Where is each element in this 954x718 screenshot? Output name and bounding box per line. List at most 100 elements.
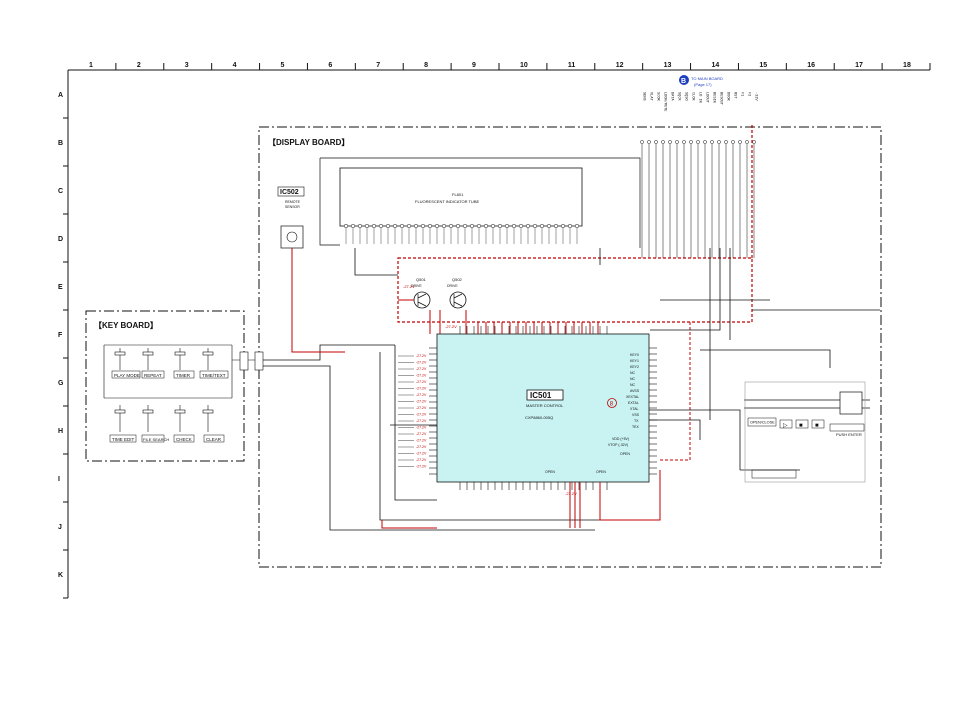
fl-tube-pin [553, 223, 559, 229]
marker-8-circle [607, 398, 617, 408]
fl-tube-pin [462, 223, 468, 229]
ic501-name: MASTER CONTROL [526, 403, 564, 408]
fl-tube-pin [490, 223, 496, 229]
row-label-K: K [58, 572, 63, 579]
column-label-10: 10 [520, 62, 528, 69]
ic501-left-voltage: -27.2V [416, 367, 427, 371]
ic501-left-voltage: -27.2V [416, 458, 427, 462]
column-label-14: 14 [712, 62, 720, 69]
row-label-H: H [58, 428, 63, 435]
connector-pin [745, 140, 749, 144]
connector-pin-label: F1 [740, 92, 744, 96]
column-label-5: 5 [281, 62, 285, 69]
svg-text:DRIVE: DRIVE [411, 284, 422, 288]
ic501-left-voltage: -27.2V [416, 393, 427, 397]
fl-tube-pin [448, 223, 454, 229]
connector-pin [710, 140, 714, 144]
ic501-left-voltage: -27.2V [416, 439, 427, 443]
ic501-right-pin-1: KEY1 [630, 359, 639, 363]
fl-tube-pin [532, 223, 538, 229]
red-wires [291, 248, 661, 529]
ic501-open-1: OPEN [596, 470, 606, 474]
connector-pin-label: LDOUT [705, 92, 709, 104]
to-main-marker-circle [679, 75, 689, 85]
column-label-15: 15 [759, 62, 767, 69]
ic501-left-voltage: -27.2V [416, 361, 427, 365]
ic501-left-voltage: -27.2V [416, 426, 427, 430]
fl-tube-pin [357, 223, 363, 229]
ic501-ref-box [526, 389, 564, 401]
connector-pin [703, 140, 707, 144]
column-label-9: 9 [472, 62, 476, 69]
connector-pin-label: SCOR [656, 92, 660, 101]
fl-tube-pin [539, 223, 545, 229]
column-label-17: 17 [855, 62, 863, 69]
fl-tube-left-wire [319, 158, 340, 246]
column-label-8: 8 [424, 62, 428, 69]
connector-pin-label: F2 [747, 92, 751, 96]
transistor-q501: Q501 DRIVE [411, 277, 431, 309]
fl-tube-pin [385, 223, 391, 229]
ic501-right-pin-14: VTOP (-32V) [608, 443, 628, 447]
connector-pin [682, 140, 686, 144]
kb-time-text: TIME/TEXT [202, 373, 226, 378]
connector-pin-label: SENS [642, 92, 646, 101]
fl-tube-ref: FL801 [452, 192, 464, 197]
connector-pin-label: DATA [670, 92, 674, 101]
black-wires [263, 248, 880, 531]
connector-pin-label: DOOR [726, 92, 730, 101]
to-main-marker: B [681, 78, 686, 85]
ic501-left-voltage: -27.2V [416, 419, 427, 423]
to-main-line1: TO MAIN BOARD [691, 76, 723, 81]
fl-tube-pin [518, 223, 524, 229]
fl-tube-pin [511, 223, 517, 229]
marker-8: 8 [610, 402, 614, 408]
kb-file-search: FILE SEARCH [143, 437, 169, 442]
ic501-left-voltage: -27.2V [416, 445, 427, 449]
ic501-right-pin-2: KEY2 [630, 365, 639, 369]
ic501-left-voltage: -27.2V [416, 406, 427, 410]
fl-tube-pin [546, 223, 552, 229]
row-label-B: B [58, 140, 63, 147]
fl-tube-pin [427, 223, 433, 229]
lower-right-encoder [839, 391, 863, 415]
ic501-left-voltage: -27.2V [416, 374, 427, 378]
column-label-7: 7 [376, 62, 380, 69]
fl-tube-pin [525, 223, 531, 229]
fl-tube-pin [574, 223, 580, 229]
column-label-16: 16 [807, 62, 815, 69]
lower-right-outline [744, 381, 866, 483]
ic502-label2: SENSOR [285, 205, 300, 209]
ic501-left-voltage: -27.2V [416, 380, 427, 384]
push-enter-label: PUSH ENTER [836, 432, 862, 437]
ic501-right-pin-3: NC [630, 371, 636, 375]
ic501-pins [429, 326, 657, 490]
row-label-D: D [58, 236, 63, 243]
key-board-outline [85, 310, 245, 462]
kb-play-mode: PLAY MODE [114, 373, 140, 378]
ic501-left-voltages: -27.2V -27.2V -27.2V -27.2V -27.2V -27.2V -27.… [398, 354, 427, 469]
connector-pin [717, 140, 721, 144]
red-dashed-right-drop [660, 322, 691, 461]
fl-tube-pin [483, 223, 489, 229]
fl-tube-pin [497, 223, 503, 229]
ic501-left-voltage: -27.2V [416, 400, 427, 404]
connector-pin-label: XLAT [649, 92, 653, 101]
ic501-right-pin-5: NC [630, 383, 636, 387]
row-label-E: E [58, 284, 63, 291]
ic501-left-voltage: -27.2V [416, 432, 427, 436]
key-board-resistors [114, 351, 214, 414]
push-enter-box [829, 423, 865, 432]
fl-tube-name: FLUORESCENT INDICATOR TUBE [415, 199, 479, 204]
connector-pin [668, 140, 672, 144]
fl-tube-pin [371, 223, 377, 229]
ic502-ref: IC502 [280, 189, 299, 196]
svg-text:Q502: Q502 [452, 277, 463, 282]
row-label-F: F [58, 332, 63, 339]
connector-pin-label: -32V [754, 92, 758, 101]
transistor-q502: Q502 DRIVE [447, 277, 467, 309]
display-board-title: 【DISPLAY BOARD】 [268, 137, 349, 147]
fl-tube-pin [504, 223, 510, 229]
